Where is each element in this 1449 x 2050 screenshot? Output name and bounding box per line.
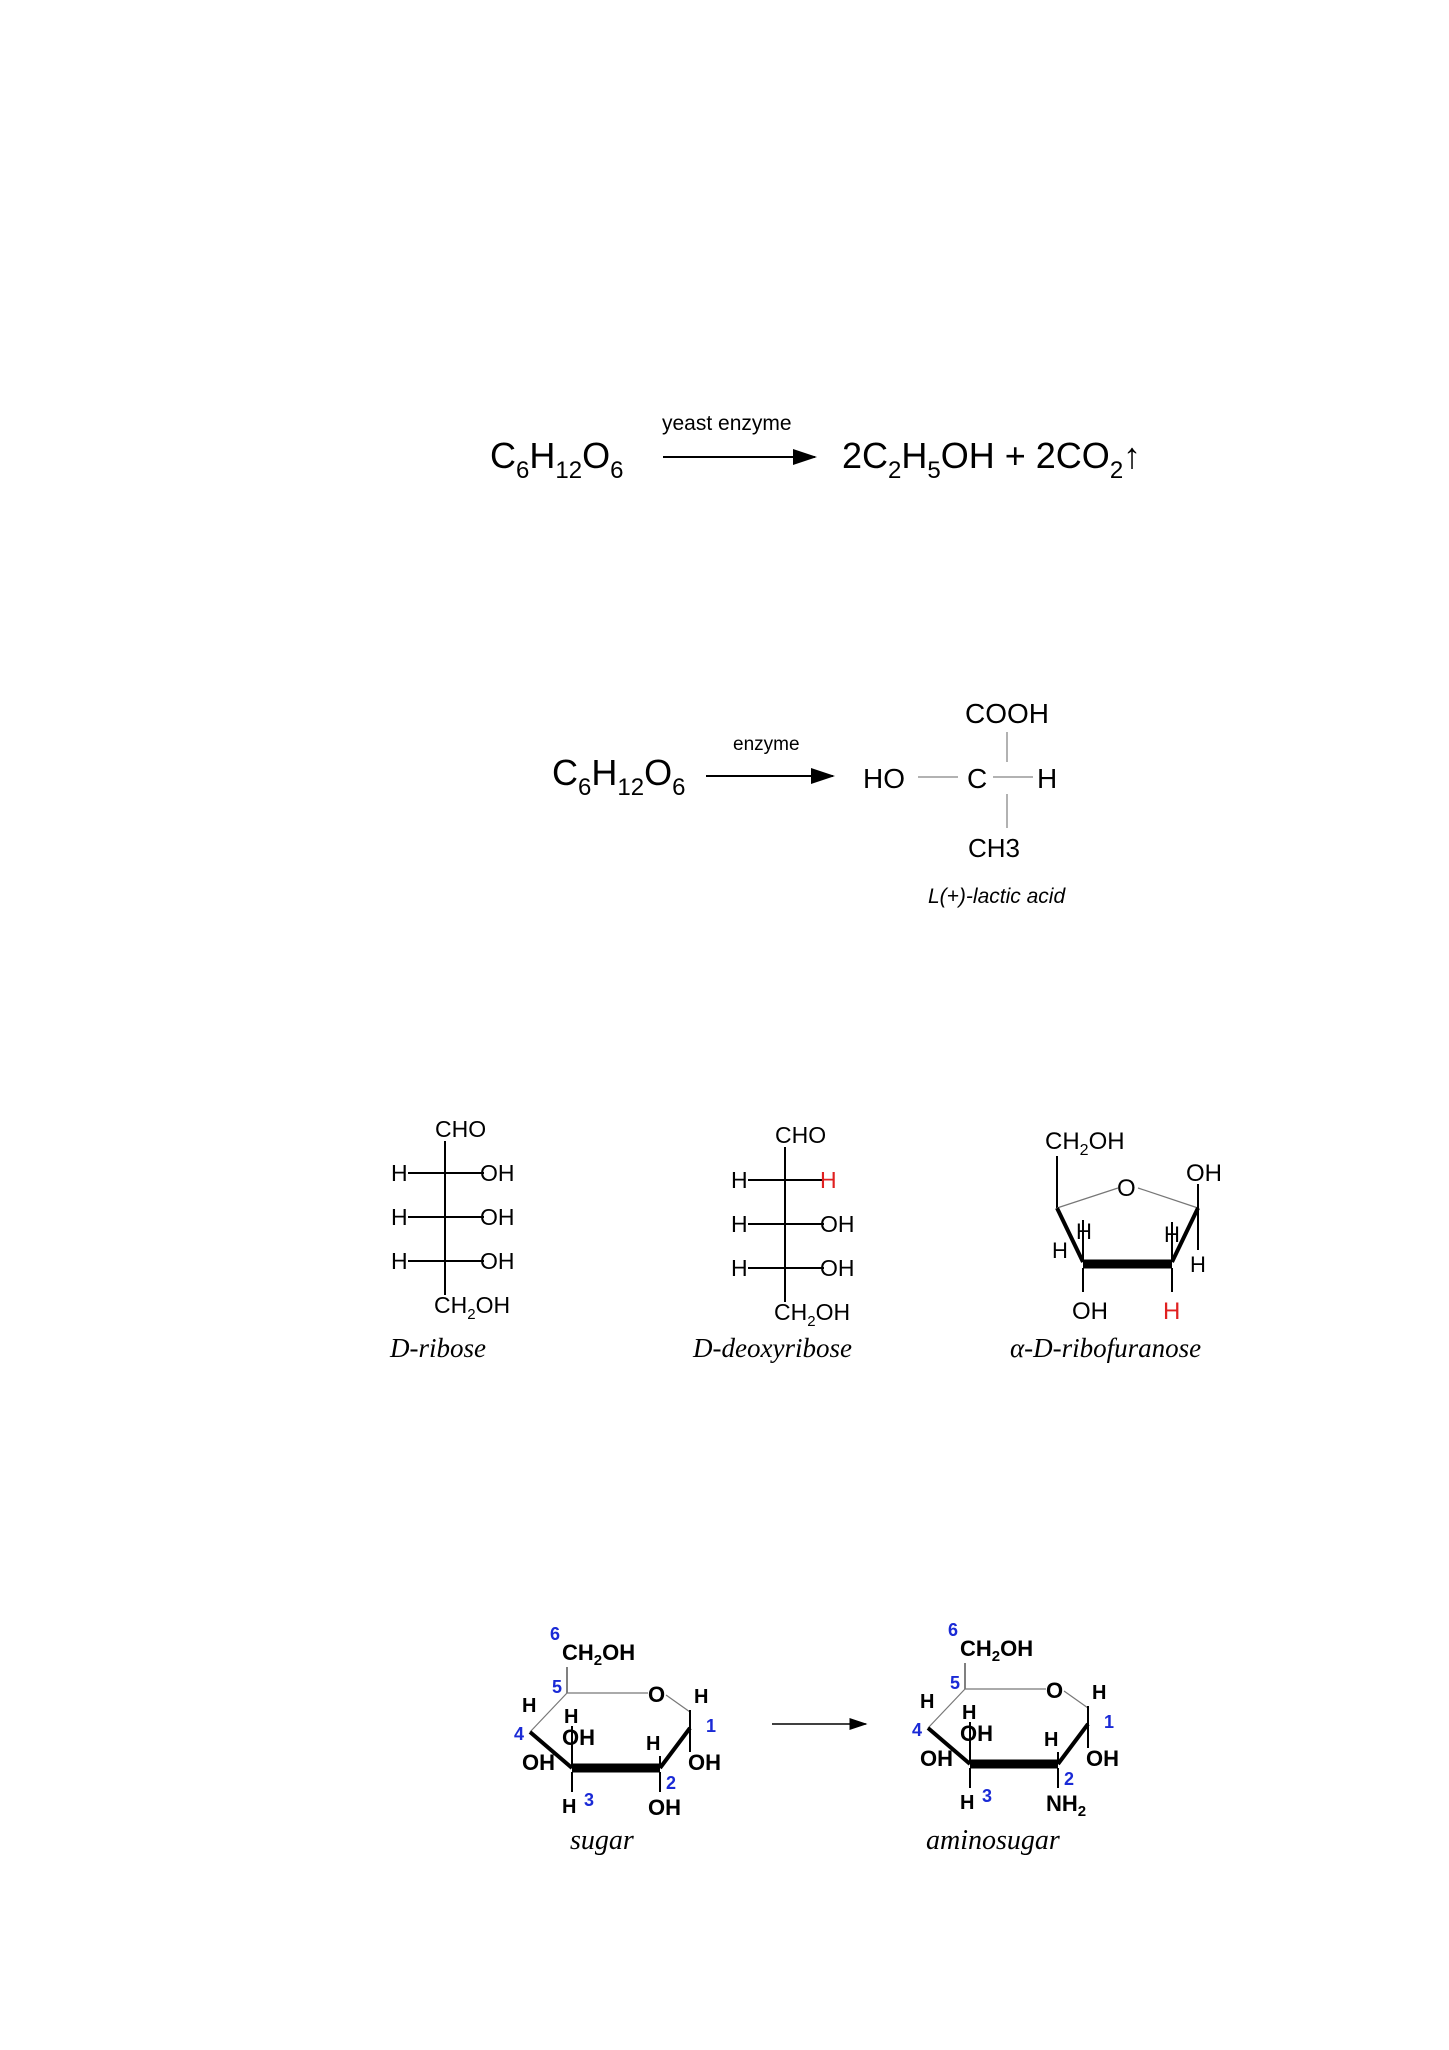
- gas-arrow: ↑: [1123, 435, 1141, 476]
- lactic-acid-caption: L(+)-lactic acid: [928, 885, 1066, 908]
- chiral-carbon: C: [967, 763, 987, 794]
- ribose-oh-3: OH: [480, 1248, 515, 1274]
- ribofuranose-caption: α-D-ribofuranose: [1010, 1333, 1201, 1363]
- sugar-num-5: 5: [552, 1677, 562, 1697]
- ring-side-right: [1170, 1207, 1200, 1263]
- ch3-group: CH3: [968, 833, 1020, 863]
- enzyme-label: enzyme: [733, 734, 800, 755]
- furanose-oh-c1: OH: [1186, 1160, 1222, 1187]
- amino-num-4: 4: [912, 1720, 922, 1740]
- sugar-ring-o: O: [648, 1682, 665, 1707]
- ribofuranose-structure: CH2OH O OH H H H H OH H α-D-ribofuranose: [1010, 1128, 1222, 1363]
- amino-oh-c4: OH: [920, 1746, 953, 1771]
- sugar-h-c4-left: H: [522, 1695, 536, 1717]
- ribose-oh-2: OH: [480, 1204, 515, 1230]
- ribose-h-3: H: [391, 1248, 408, 1274]
- amino-h-c2: H: [1044, 1729, 1058, 1751]
- sugar-ring-c4-c3: [528, 1730, 574, 1770]
- ribose-ch2oh: CH2OH: [434, 1292, 510, 1323]
- sugar-num-3: 3: [584, 1790, 594, 1810]
- amino-ring-c4-c3: [926, 1726, 972, 1766]
- amino-h-c3-up: H: [962, 1702, 976, 1724]
- amino-ring-o: O: [1046, 1678, 1063, 1703]
- deoxyribose-oh-3: OH: [820, 1255, 855, 1281]
- ring-back-left: [1056, 1187, 1119, 1209]
- furanose-h-c3: H: [1076, 1219, 1092, 1244]
- amino-num-3: 3: [982, 1786, 992, 1806]
- d-ribose-structure: CHO H OH H OH H OH CH2OH D-ribose: [389, 1116, 515, 1363]
- sugar-h-c3: H: [562, 1796, 576, 1818]
- sugar-h-c2: H: [646, 1733, 660, 1755]
- furanose-red-h: H: [1163, 1298, 1180, 1325]
- cooh-group: COOH: [965, 698, 1049, 729]
- sugar-num-1: 1: [706, 1716, 716, 1736]
- deoxyribose-cho: CHO: [775, 1122, 826, 1148]
- aminosugar-caption: aminosugar: [926, 1825, 1060, 1856]
- yeast-enzyme-label: yeast enzyme: [662, 412, 792, 435]
- sugar-caption: sugar: [570, 1825, 634, 1856]
- ribose-oh-1: OH: [480, 1160, 515, 1186]
- deoxyribose-caption: D-deoxyribose: [692, 1333, 852, 1363]
- ribose-h-2: H: [391, 1204, 408, 1230]
- deoxyribose-h-3: H: [731, 1255, 748, 1281]
- ring-side-left: [1055, 1207, 1085, 1263]
- amino-ring-c5-c4: [927, 1688, 966, 1729]
- aminosugar-pyranose: 6 CH2OH 5 O H 4 H OH OH H 3 H 2 NH2 H 1 …: [912, 1620, 1119, 1856]
- amino-h-c1: H: [1092, 1682, 1106, 1704]
- amino-oh-c1: OH: [1086, 1746, 1119, 1771]
- d-deoxyribose-structure: CHO H H H OH H OH CH2OH D-deoxyribose: [692, 1122, 855, 1363]
- furanose-h-c1: H: [1190, 1252, 1206, 1277]
- furanose-h-c2: H: [1164, 1222, 1180, 1247]
- amino-oh-c3: OH: [960, 1721, 993, 1746]
- sugar-h-c3-up: H: [564, 1706, 578, 1728]
- sugar-oh-c4: OH: [522, 1750, 555, 1775]
- glucose-formula-2: C6H12O6: [552, 752, 685, 801]
- ho-group: HO: [863, 763, 905, 794]
- amino-nh2: NH2: [1046, 1791, 1086, 1820]
- amino-ring-c2-c1: [1056, 1722, 1090, 1766]
- sugar-oh-c3: OH: [562, 1725, 595, 1750]
- sugar-ring-c2-c1: [658, 1726, 692, 1770]
- deoxyribose-oh-2: OH: [820, 1211, 855, 1237]
- deoxyribose-h-1: H: [731, 1167, 748, 1193]
- furanose-h-c4-left: H: [1052, 1238, 1068, 1263]
- sugar-ring-c5-c4: [529, 1692, 568, 1733]
- amino-num-5: 5: [950, 1673, 960, 1693]
- deoxyribose-ch2oh: CH2OH: [774, 1299, 850, 1330]
- amino-h-c3: H: [960, 1792, 974, 1814]
- h-atom: H: [1037, 763, 1057, 794]
- furanose-ring-o: O: [1117, 1175, 1136, 1202]
- sugar-pyranose: 6 CH2OH 5 O H 4 H OH OH H 3 H 2 OH H 1 O…: [514, 1624, 721, 1856]
- sugar-ch2oh: CH2OH: [562, 1640, 635, 1669]
- amino-ch2oh: CH2OH: [960, 1636, 1033, 1665]
- fermentation-products: 2C2H5OH + 2CO2↑: [842, 435, 1141, 484]
- amino-h-c4-left: H: [920, 1691, 934, 1713]
- sugar-num-4: 4: [514, 1724, 524, 1744]
- sugar-num-6: 6: [550, 1624, 560, 1644]
- amino-num-6: 6: [948, 1620, 958, 1640]
- sugar-oh-c2: OH: [648, 1795, 681, 1820]
- sugar-num-2: 2: [666, 1773, 676, 1793]
- ribose-cho: CHO: [435, 1116, 486, 1142]
- lactic-acid-equation: C6H12O6 enzyme COOH HO C H CH3 L(+)-lact…: [552, 698, 1066, 908]
- amino-num-1: 1: [1104, 1712, 1114, 1732]
- deoxyribose-red-h: H: [820, 1167, 837, 1193]
- ribose-caption: D-ribose: [389, 1333, 486, 1363]
- furanose-ch2oh: CH2OH: [1045, 1128, 1125, 1159]
- sugar-ring-o-c1: [665, 1694, 691, 1713]
- amino-num-2: 2: [1064, 1769, 1074, 1789]
- sugar-h-c1: H: [694, 1686, 708, 1708]
- fermentation-equation: C6H12O6 yeast enzyme 2C2H5OH + 2CO2↑: [490, 412, 1141, 484]
- glucose-formula-1: C6H12O6: [490, 435, 623, 484]
- deoxyribose-h-2: H: [731, 1211, 748, 1237]
- amino-ring-o-c1: [1063, 1690, 1089, 1709]
- sugar-oh-c1: OH: [688, 1750, 721, 1775]
- ribose-h-1: H: [391, 1160, 408, 1186]
- ring-back-right: [1137, 1187, 1199, 1209]
- furanose-oh-c3: OH: [1072, 1298, 1108, 1325]
